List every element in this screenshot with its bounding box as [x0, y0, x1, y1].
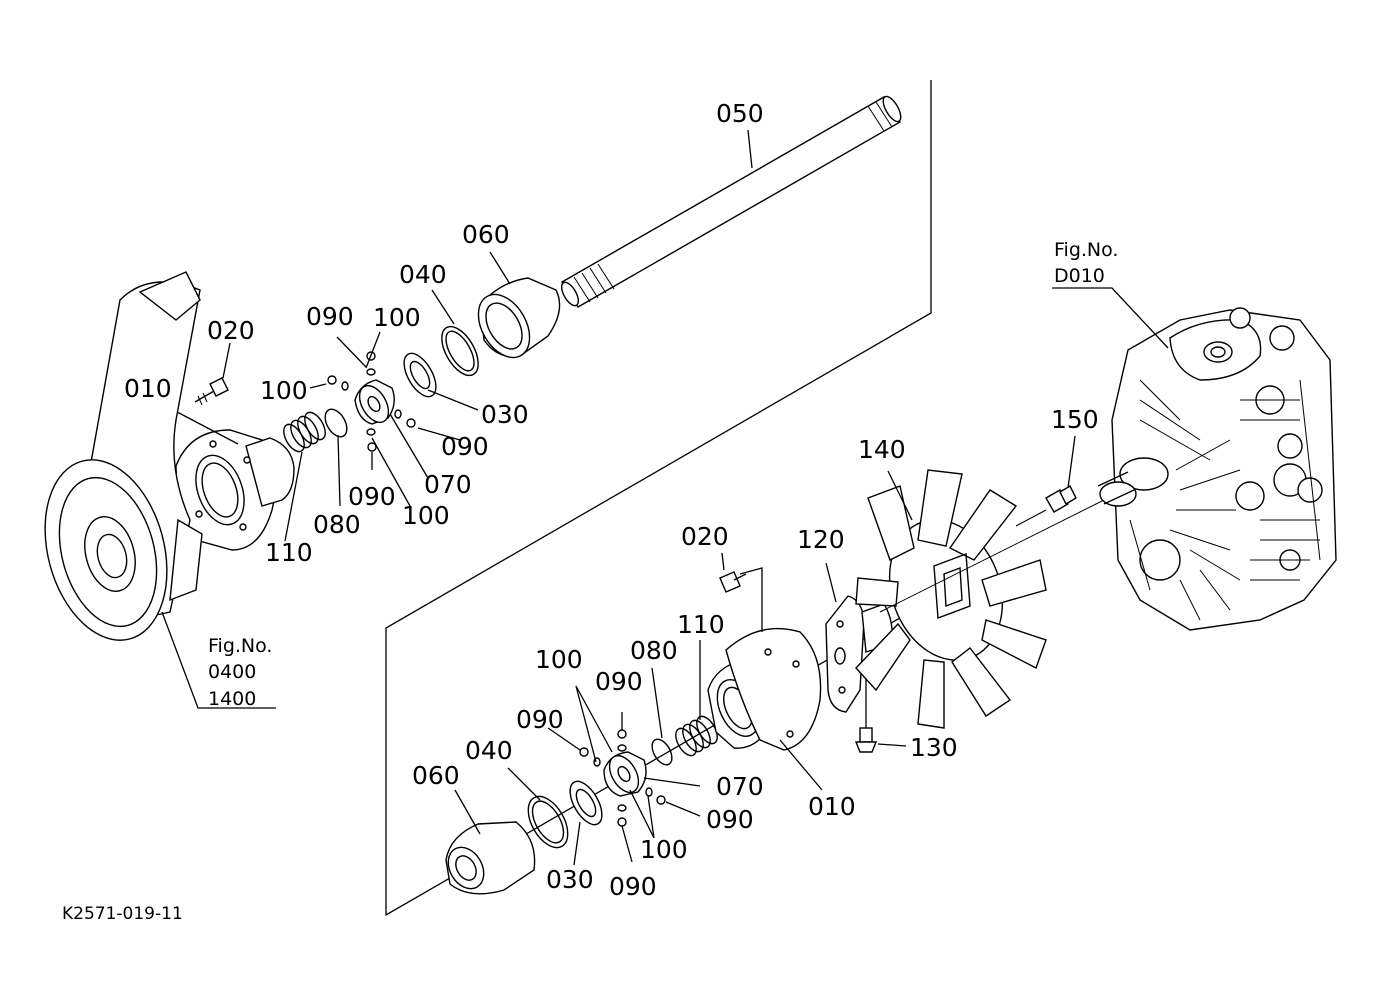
collar-070-top — [309, 331, 461, 507]
label-110-bottom: 110 — [677, 610, 725, 639]
drawing-code: K2571-019-11 — [62, 904, 183, 924]
label-010-bottom: 010 — [808, 792, 856, 821]
fig-ref-transmission: Fig.No. D010 — [1054, 239, 1118, 287]
label-080-bottom: 080 — [630, 636, 678, 665]
label-100-top-b: 100 — [260, 376, 308, 405]
label-090-top-b: 090 — [441, 432, 489, 461]
spring-110-top — [283, 411, 326, 542]
drive-shaft-050 — [560, 95, 902, 308]
bolt-020-bottom — [719, 552, 763, 632]
label-100-bottom-a: 100 — [535, 645, 583, 674]
label-080-top: 080 — [313, 510, 361, 539]
axis-line-bottom — [879, 496, 1111, 613]
label-100-top-c: 100 — [402, 501, 450, 530]
hub-010-bottom — [707, 627, 823, 791]
collar-070-bottom — [547, 685, 701, 863]
label-040-top: 040 — [399, 260, 447, 289]
label-110-top: 110 — [265, 538, 313, 567]
label-140: 140 — [858, 435, 906, 464]
label-090-top-a: 090 — [306, 302, 354, 331]
label-100-bottom-b: 100 — [640, 835, 688, 864]
fig-ref-title: Fig.No. — [208, 635, 272, 657]
part-labels: 050 060 040 020 010 090 100 100 030 090 … — [124, 99, 1099, 901]
boot-060-top — [477, 251, 561, 359]
fig-ref-title: Fig.No. — [1054, 239, 1118, 261]
label-100-top-a: 100 — [373, 303, 421, 332]
label-090-bottom-a: 090 — [595, 667, 643, 696]
bolt-020-top — [194, 342, 231, 406]
transmission-housing — [1052, 287, 1337, 631]
label-120: 120 — [797, 525, 845, 554]
label-070-top: 070 — [424, 470, 472, 499]
label-030-top: 030 — [481, 400, 529, 429]
label-020-bottom: 020 — [681, 522, 729, 551]
label-060-top: 060 — [462, 220, 510, 249]
label-060-bottom: 060 — [412, 761, 460, 790]
label-010-top: 010 — [124, 374, 172, 403]
label-150: 150 — [1051, 405, 1099, 434]
fig-ref-number: 0400 — [208, 661, 256, 683]
label-130: 130 — [910, 733, 958, 762]
fig-ref-number: 1400 — [208, 688, 256, 710]
label-070-bottom: 070 — [716, 772, 764, 801]
fig-ref-pulley: Fig.No. 0400 1400 — [208, 635, 272, 710]
label-090-bottom-b: 090 — [516, 705, 564, 734]
snap-ring-040-bottom — [507, 767, 569, 849]
label-090-bottom-c: 090 — [706, 805, 754, 834]
label-030-bottom: 030 — [546, 865, 594, 894]
snap-ring-040-top — [431, 289, 479, 377]
boot-060-bottom — [445, 789, 536, 895]
circlip-080-bottom — [651, 667, 673, 766]
spring-110-bottom — [675, 640, 718, 757]
fig-ref-number: D010 — [1054, 265, 1105, 287]
label-050: 050 — [716, 99, 764, 128]
exploded-view-frame — [385, 80, 932, 917]
washer-030-bottom — [569, 780, 603, 866]
label-090-top-c: 090 — [348, 482, 396, 511]
circlip-080-top — [324, 408, 348, 507]
washer-030-top — [403, 352, 479, 411]
cooling-fan-140 — [855, 469, 1047, 729]
pulley-assembly — [44, 271, 276, 709]
label-090-bottom-d: 090 — [609, 872, 657, 901]
label-020-top: 020 — [207, 316, 255, 345]
label-040-bottom: 040 — [465, 736, 513, 765]
plug-150 — [1045, 435, 1077, 513]
